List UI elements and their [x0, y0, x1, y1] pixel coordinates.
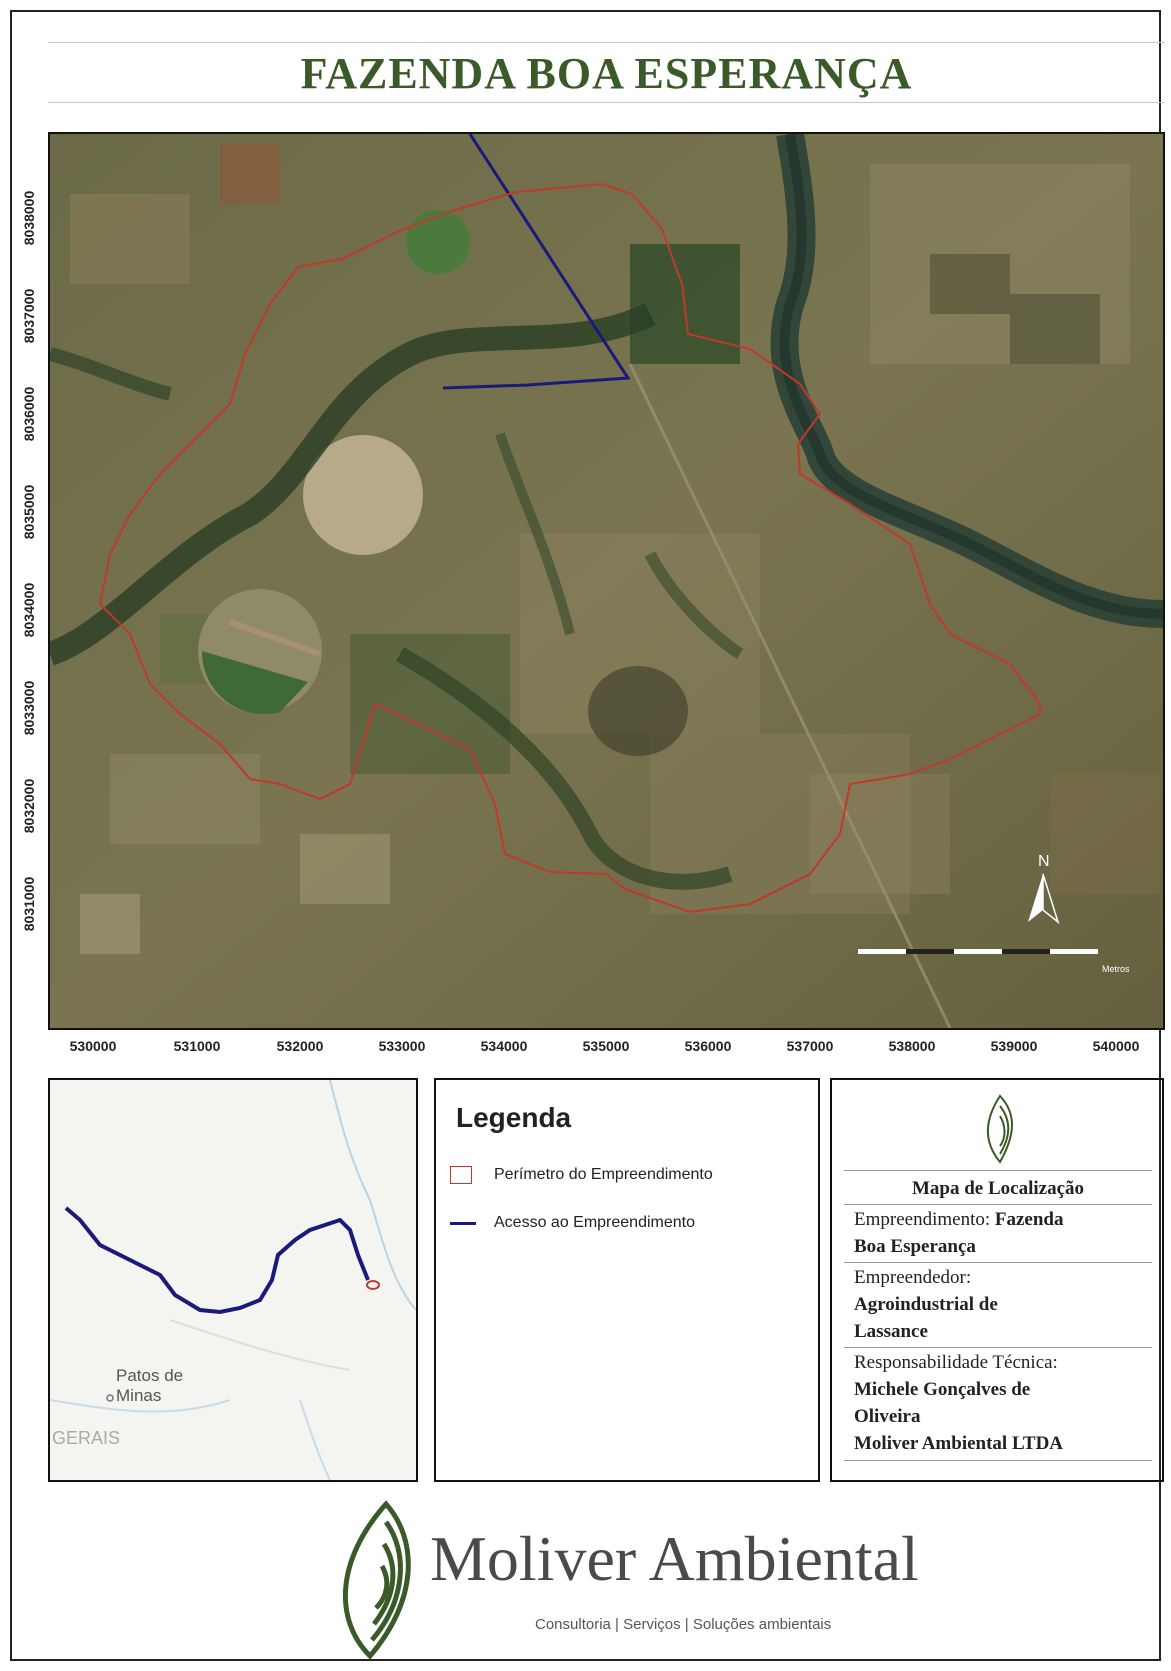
title-rule-bottom: [48, 102, 1165, 103]
responsabilidade-value: Moliver Ambiental LTDA: [854, 1433, 1064, 1454]
x-tick: 534000: [480, 1038, 528, 1054]
satellite-map-graphic: N: [50, 134, 1163, 1028]
info-heading: Mapa de Localização: [911, 1178, 1085, 1199]
info-rule: [844, 1460, 1152, 1461]
region-label: GERAIS: [52, 1428, 121, 1448]
x-tick: 540000: [1092, 1038, 1140, 1054]
leaf-logo-icon: [987, 1094, 1013, 1164]
x-tick: 535000: [582, 1038, 630, 1054]
responsabilidade-value: Oliveira: [854, 1406, 921, 1427]
title-rule-top: [48, 42, 1165, 43]
legend-item-label: Acesso ao Empreendimento: [494, 1214, 695, 1231]
y-tick: 8032000: [21, 778, 37, 834]
empreendedor-label: Empreendedor:: [854, 1267, 972, 1288]
page-title: FAZENDA BOA ESPERANÇA: [300, 49, 913, 98]
x-tick: 530000: [69, 1038, 117, 1054]
legend-item-access: Acesso ao Empreendimento: [450, 1214, 695, 1232]
locator-map[interactable]: Patos de Minas GERAIS: [48, 1078, 418, 1482]
y-tick: 8038000: [21, 190, 37, 246]
y-tick: 8033000: [21, 680, 37, 736]
legend-item-perimeter: Perímetro do Empreendimento: [450, 1166, 713, 1184]
info-panel: Mapa de Localização Empreendimento: Faze…: [830, 1078, 1164, 1482]
empreendedor-value: Lassance: [854, 1321, 928, 1342]
y-tick: 8031000: [21, 876, 37, 932]
perimeter-swatch-icon: [450, 1166, 484, 1184]
responsabilidade-label: Responsabilidade Técnica:: [854, 1352, 1058, 1373]
city-label: Minas: [116, 1386, 162, 1405]
legend-panel: Legenda Perímetro do Empreendimento Aces…: [434, 1078, 820, 1482]
y-tick: 8037000: [21, 288, 37, 344]
locator-map-graphic: [50, 1080, 416, 1480]
brand-leaf-logo-icon: [342, 1500, 411, 1660]
brand-name: Moliver Ambiental: [430, 1523, 919, 1594]
x-tick: 532000: [276, 1038, 324, 1054]
empreendimento-value: Boa Esperança: [854, 1236, 976, 1257]
info-rule: [844, 1262, 1152, 1263]
access-line-icon: [450, 1214, 484, 1232]
x-tick: 537000: [786, 1038, 834, 1054]
brand-tagline: Consultoria | Serviços | Soluções ambien…: [535, 1616, 832, 1633]
scale-bar-label: Metros: [1102, 964, 1130, 974]
x-tick: 539000: [990, 1038, 1038, 1054]
svg-text:N: N: [1038, 853, 1050, 870]
satellite-map[interactable]: N Metros: [48, 132, 1165, 1030]
empreendimento-line: Empreendimento: Fazenda: [854, 1209, 1064, 1230]
info-rule: [844, 1170, 1152, 1171]
legend-item-label: Perímetro do Empreendimento: [494, 1166, 713, 1183]
info-rule: [844, 1347, 1152, 1348]
info-rule: [844, 1204, 1152, 1205]
y-tick: 8035000: [21, 484, 37, 540]
x-tick: 531000: [173, 1038, 221, 1054]
legend-title: Legenda: [456, 1102, 572, 1133]
city-label: Patos de: [116, 1366, 184, 1385]
empreendedor-value: Agroindustrial de: [854, 1294, 998, 1315]
y-tick: 8034000: [21, 582, 37, 638]
x-tick: 536000: [684, 1038, 732, 1054]
x-tick: 533000: [378, 1038, 426, 1054]
responsabilidade-value: Michele Gonçalves de: [854, 1379, 1031, 1400]
y-tick: 8036000: [21, 386, 37, 442]
x-tick: 538000: [888, 1038, 936, 1054]
